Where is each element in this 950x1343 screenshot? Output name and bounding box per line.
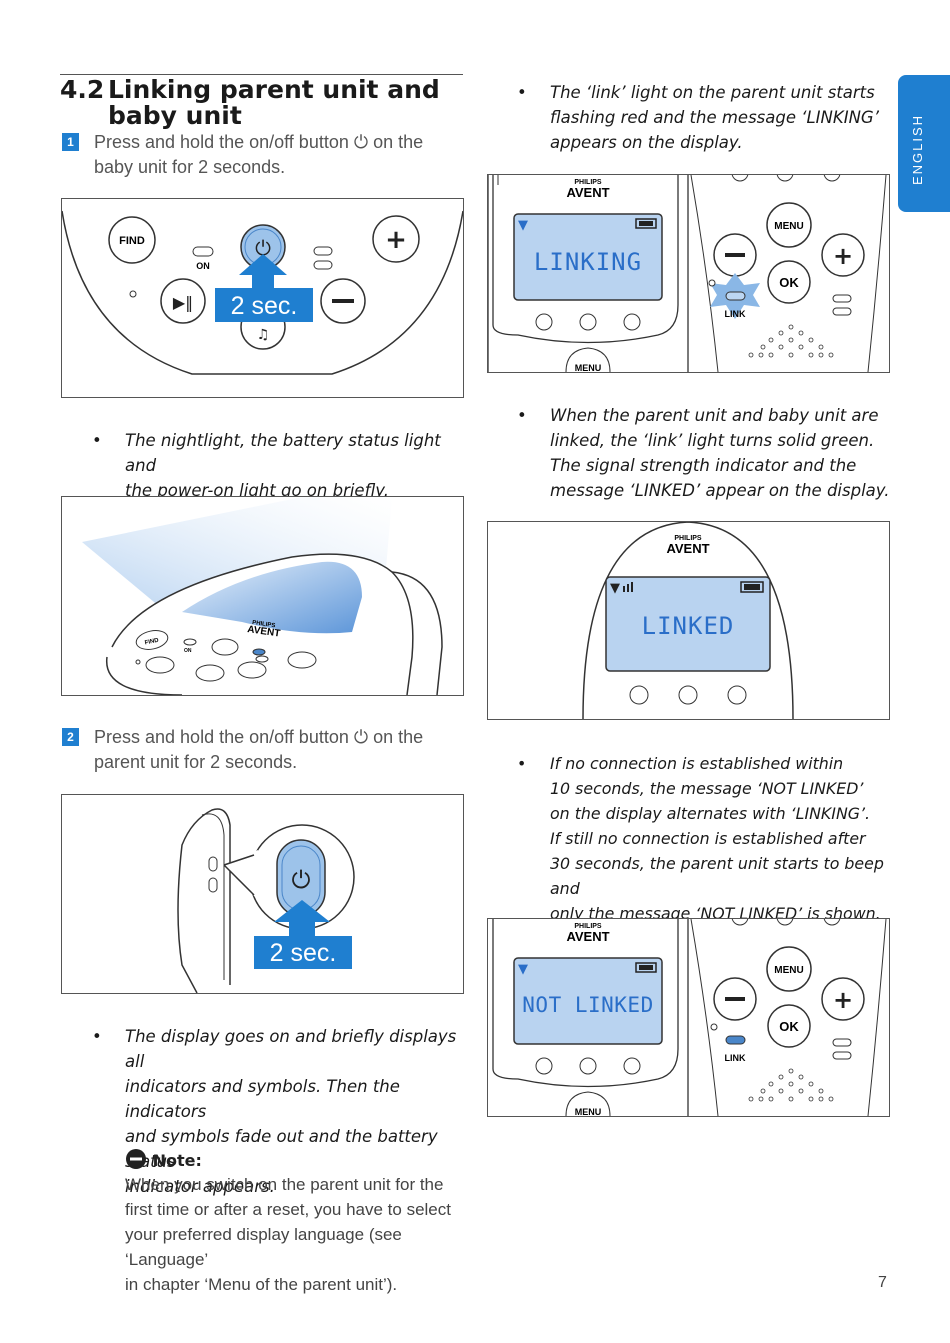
svg-text:AVENT: AVENT [247, 624, 281, 640]
step-text-line: parent unit for 2 seconds. [94, 752, 298, 772]
svg-text:PHILIPS: PHILIPS [252, 620, 276, 629]
note-line: in chapter ‘Menu of the parent unit’). [125, 1275, 398, 1294]
step-text-line: Press and hold the on/off button ⏻ on th… [94, 727, 424, 747]
bullet-line: 30 seconds, the parent unit starts to be… [550, 854, 884, 898]
bullet-line: indicator appears. [125, 1177, 275, 1196]
svg-text:▼: ▼ [518, 962, 528, 977]
svg-text:PHILIPS: PHILIPS [574, 179, 602, 186]
press-arrow-icon [274, 900, 330, 937]
figure-linking: PHILIPS AVENT ▼ LINKING MENU MENU + OK L… [487, 174, 890, 373]
svg-text:+: + [833, 986, 853, 1014]
language-tab: ENGLISH [898, 75, 950, 212]
find-button [108, 216, 156, 264]
step-2: 2 Press and hold the on/off button ⏻ on … [62, 725, 462, 777]
figure-not-linked: PHILIPS AVENT ▼ NOT LINKED MENU MENU + O… [487, 918, 890, 1117]
svg-text:PHILIPS: PHILIPS [574, 923, 602, 930]
bullet-line: message ‘LINKED’ appear on the display. [550, 481, 890, 500]
note-block: Note: When you switch on the parent unit… [125, 1148, 470, 1297]
svg-text:MENU: MENU [774, 965, 803, 976]
step-number-badge: 2 [62, 728, 79, 746]
figure-baby-unit-buttons: FIND ON ⏻ + ▶‖ ♫ 2 sec. [61, 198, 464, 398]
bullet-item: • The nightlight, the battery status lig… [92, 428, 462, 500]
svg-text:▼: ▼ [518, 218, 528, 233]
power-icon: ⏻ [292, 866, 311, 894]
page-number: 7 [878, 1274, 887, 1291]
svg-text:AVENT: AVENT [566, 929, 609, 944]
bullet-line: the power-on light go on briefly. [125, 481, 389, 500]
section-title-line2: baby unit [108, 101, 242, 130]
svg-text:FIND: FIND [144, 637, 160, 646]
lcd-message: LINKED [642, 612, 735, 640]
play-pause-button [160, 278, 206, 324]
svg-text:▶‖: ▶‖ [173, 293, 193, 312]
svg-text:PHILIPS: PHILIPS [674, 535, 702, 542]
step-text-line: Press and hold the on/off button ⏻ on th… [94, 132, 424, 152]
bullet-line: The nightlight, the battery status light… [125, 431, 441, 475]
figure-linked: PHILIPS AVENT ▼ LINKED [487, 521, 890, 720]
svg-text:MENU: MENU [575, 1107, 602, 1116]
bullet-item: • The display goes on and briefly displa… [92, 1024, 467, 1196]
svg-text:OK: OK [779, 275, 799, 290]
step-1: 1 Press and hold the on/off button ⏻ on … [62, 130, 462, 182]
svg-text:AVENT: AVENT [566, 185, 609, 200]
bullet-item: • If no connection is established within… [517, 751, 917, 923]
svg-text:+: + [385, 225, 407, 255]
svg-text:OK: OK [779, 1019, 799, 1034]
svg-text:+: + [833, 242, 853, 270]
bullet-line: linked, the ‘link’ light turns solid gre… [550, 431, 875, 450]
bullet-line: If no connection is established within [550, 754, 844, 773]
bullet-line: flashing red and the message ‘LINKING’ [550, 108, 879, 127]
bullet-line: When the parent unit and baby unit are [550, 406, 879, 425]
bullet-item: • The ‘link’ light on the parent unit st… [517, 80, 892, 158]
bullet-line: The signal strength indicator and the [550, 456, 857, 475]
svg-text:LINK: LINK [725, 309, 746, 319]
duration-label: 2 sec. [270, 939, 337, 967]
svg-text:LINK: LINK [725, 1053, 746, 1063]
find-label: FIND [119, 235, 145, 247]
volume-up-button [372, 215, 420, 263]
svg-text:AVENT: AVENT [666, 541, 709, 556]
section-number: 4.2 [60, 75, 105, 104]
language-tab-label: ENGLISH [910, 113, 925, 185]
duration-label: 2 sec. [231, 292, 298, 320]
svg-text:♫: ♫ [257, 327, 270, 343]
lcd-message: NOT LINKED [522, 993, 653, 1017]
section-title-line1: Linking parent unit and [108, 75, 440, 104]
note-line: your preferred display language (see ‘La… [125, 1225, 402, 1269]
bullet-line: If still no connection is established af… [550, 829, 866, 848]
note-line: When you switch on the parent unit for t… [125, 1175, 444, 1194]
power-icon: ⏻ [255, 236, 271, 260]
svg-text:▼: ▼ [610, 581, 620, 596]
bullet-line: 10 seconds, the message ‘NOT LINKED’ [550, 779, 864, 798]
step-number-badge: 1 [62, 133, 79, 151]
on-label: ON [196, 261, 210, 271]
svg-text:ON: ON [184, 648, 192, 654]
bullet-line: The ‘link’ light on the parent unit star… [550, 83, 875, 102]
note-icon [126, 1149, 146, 1169]
bullet-line: on the display alternates with ‘LINKING’… [550, 804, 871, 823]
figure-baby-unit-nightlight: PHILIPS AVENT FIND ON [61, 496, 464, 696]
bullet-line: appears on the display. [550, 133, 743, 152]
bullet-item: • When the parent unit and baby unit are… [517, 403, 892, 505]
bullet-line: The display goes on and briefly displays… [125, 1027, 457, 1071]
note-line: first time or after a reset, you have to… [125, 1200, 451, 1219]
step-text-line: baby unit for 2 seconds. [94, 157, 286, 177]
note-heading: Note: [152, 1151, 202, 1170]
press-arrow-icon [239, 254, 287, 289]
bullet-line: indicators and symbols. Then the indicat… [125, 1077, 400, 1121]
svg-text:MENU: MENU [575, 363, 602, 372]
svg-text:MENU: MENU [774, 221, 803, 232]
figure-parent-unit-power: ⏻ 2 sec. [61, 794, 464, 994]
lcd-message: LINKING [534, 248, 642, 276]
